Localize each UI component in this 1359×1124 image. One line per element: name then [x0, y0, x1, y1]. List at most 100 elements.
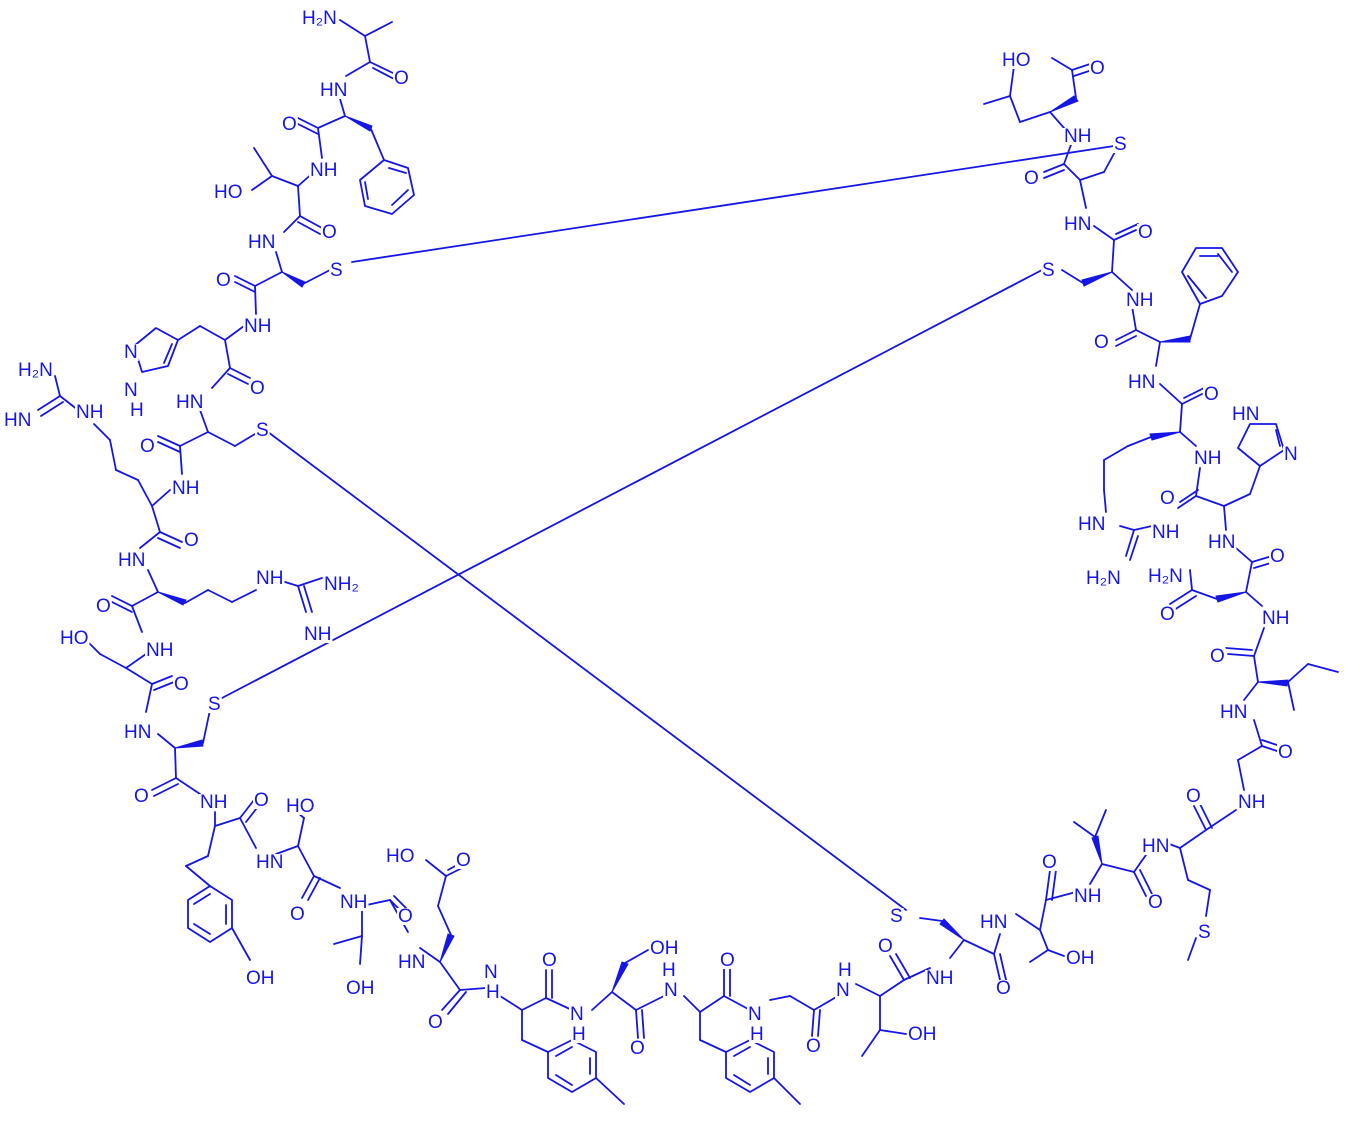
atom-label-hn: HN	[118, 550, 145, 571]
atom-label-h: H	[572, 1024, 586, 1045]
atom-label-background	[1065, 950, 1096, 967]
atom-label-nh: N	[124, 380, 138, 401]
atom-label-background	[569, 1006, 585, 1023]
atom-label-o: O	[428, 1012, 443, 1033]
atom-label-background	[309, 162, 339, 179]
atom-label-nh: NH	[244, 316, 271, 337]
atom-label-s: S	[1114, 134, 1127, 155]
atom-label-o: O	[1270, 546, 1285, 567]
atom-label-background	[129, 402, 145, 419]
atom-label-h: H	[486, 982, 500, 1003]
atom-label-nh: N	[570, 1004, 584, 1025]
atom-label-h: H	[130, 400, 144, 421]
atom-label-nh: NH	[1064, 126, 1091, 147]
atom-label-h2n: H₂N	[1148, 566, 1183, 587]
atom-label-background	[255, 854, 285, 871]
atom-label-background	[255, 570, 285, 587]
atom-label-hn: HN	[1142, 836, 1169, 857]
atom-label-o: O	[398, 906, 413, 927]
bond-lines	[37, 19, 1339, 1105]
atom-label-background	[1277, 744, 1294, 761]
atom-label-s: S	[330, 260, 343, 281]
atom-label-background	[1193, 450, 1223, 467]
atom-label-background	[123, 724, 153, 741]
atom-label-o: O	[140, 436, 155, 457]
atom-label-o: O	[542, 950, 557, 971]
atom-label-background	[1151, 524, 1181, 541]
atom-label-nh: NH	[926, 968, 953, 989]
atom-label-ho: HO	[1002, 50, 1031, 71]
atom-label-background	[1147, 568, 1184, 585]
atom-label-background	[329, 262, 344, 279]
atom-label-ho: HO	[386, 846, 415, 867]
atom-label-background	[1261, 610, 1291, 627]
atom-label-background	[183, 532, 200, 549]
atom-label-n: N	[124, 342, 138, 363]
atom-label-oh: OH	[246, 968, 275, 989]
atom-label-ho: HO	[214, 182, 243, 203]
atom-label-o: O	[322, 222, 337, 243]
atom-label-background	[1089, 60, 1106, 77]
atom-label-background	[59, 630, 90, 647]
atom-label-background	[139, 438, 156, 455]
atom-label-nh: NH	[172, 478, 199, 499]
atom-label-background	[199, 794, 229, 811]
atom-label-background	[243, 318, 273, 335]
atom-label-s: S	[1042, 260, 1055, 281]
atom-label-hn: HN	[248, 232, 275, 253]
atom-label-hn: HN	[320, 80, 347, 101]
atom-label-nh: NH	[256, 568, 283, 589]
atom-label-n: N	[836, 980, 850, 1001]
atom-label-hn: HN	[1064, 214, 1091, 235]
atom-label-background	[1073, 888, 1103, 905]
atom-label-background	[175, 394, 205, 411]
atom-label-nh: NH	[1262, 608, 1289, 629]
atom-label-background	[323, 576, 360, 593]
atom-label-o: O	[1024, 168, 1039, 189]
atom-label-background	[117, 552, 147, 569]
atom-label-background	[649, 940, 680, 957]
atom-label-background	[123, 382, 139, 399]
atom-label-hn: HN	[1220, 702, 1247, 723]
atom-label-hn: HN	[4, 410, 31, 431]
atom-label-background	[247, 234, 277, 251]
atom-label-nh: NH	[146, 640, 173, 661]
atom-label-background	[321, 224, 338, 241]
atom-label-o: O	[720, 950, 735, 971]
atom-label-background	[345, 980, 376, 997]
atom-label-o: O	[1160, 604, 1175, 625]
atom-label-nh: NH	[200, 792, 227, 813]
atom-label-background	[397, 908, 414, 925]
atom-label-s: S	[208, 694, 221, 715]
atom-label-background	[249, 380, 266, 397]
atom-label-background	[805, 1038, 822, 1055]
atom-label-o: O	[1042, 852, 1057, 873]
atom-label-background	[393, 70, 410, 87]
atom-label-background	[663, 982, 679, 999]
atom-label-o: O	[1204, 384, 1219, 405]
atom-labels: H₂N O HN O NH HO HN O S O NH N H₂N N H O…	[4, 8, 1298, 1059]
atom-label-o: O	[1094, 332, 1109, 353]
atom-label-ho: HO	[286, 796, 315, 817]
atom-label-background	[907, 1026, 938, 1043]
atom-label-hn: HN	[256, 852, 283, 873]
atom-label-background	[747, 1006, 763, 1023]
atom-label-background	[215, 272, 232, 289]
atom-label-nh2: NH₂	[324, 574, 359, 595]
atom-label-h2n: H₂N	[302, 8, 337, 29]
atom-label-h: H	[662, 960, 676, 981]
atom-label-o: O	[1278, 742, 1293, 763]
atom-label-o: O	[456, 850, 471, 871]
atom-label-background	[1041, 262, 1056, 279]
atom-label-nh: NH	[1238, 792, 1265, 813]
atom-label-background	[171, 480, 201, 497]
atom-label-o: O	[96, 596, 111, 617]
atom-label-background	[1147, 894, 1164, 911]
atom-label-hn: HN	[1208, 532, 1235, 553]
atom-label-background	[835, 982, 851, 999]
atom-label-background	[17, 362, 54, 379]
atom-label-background	[1159, 606, 1176, 623]
atom-label-nh: NH	[340, 892, 367, 913]
atom-label-background	[571, 1026, 587, 1043]
